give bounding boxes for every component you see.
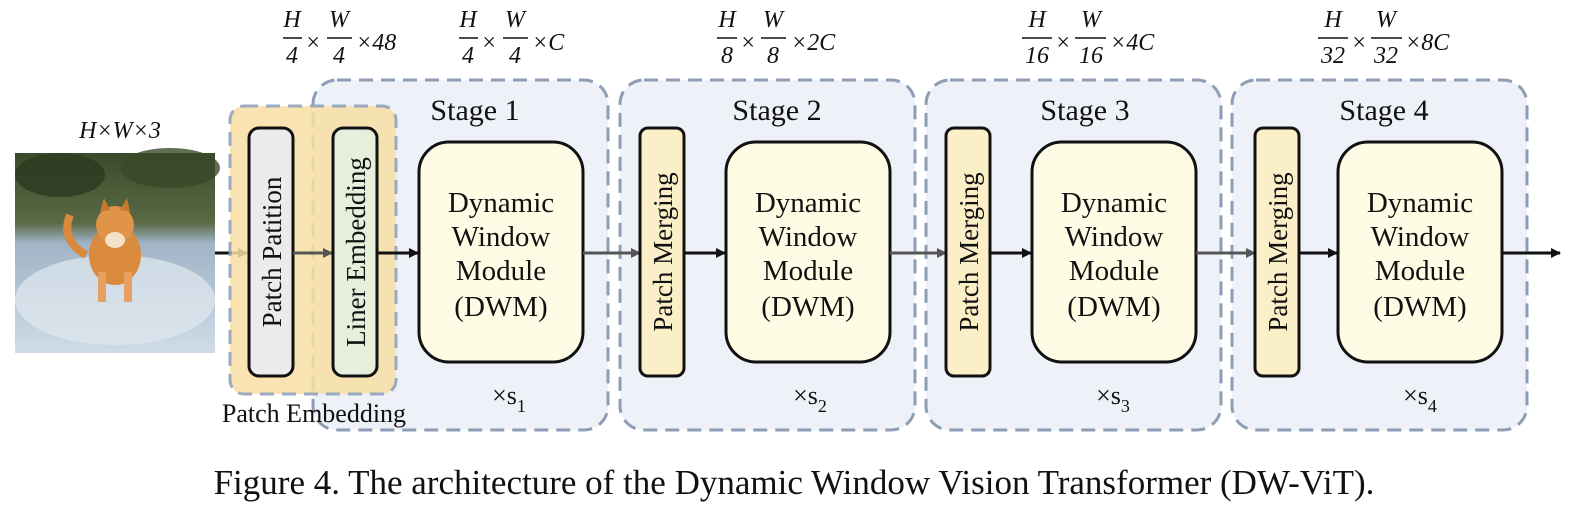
stage-4-repeat: ×s4 <box>1403 381 1437 416</box>
svg-text:×48: ×48 <box>356 30 396 56</box>
svg-text:×: × <box>1351 30 1367 56</box>
stage-3-title: Stage 3 <box>1040 94 1129 127</box>
stage-1-dwm-line-2: Window <box>452 221 551 253</box>
figure-caption: Figure 4. The architecture of the Dynami… <box>214 463 1375 502</box>
stage-3-dwm-line-1: Dynamic <box>1061 187 1167 219</box>
svg-text:×: × <box>481 30 497 56</box>
stage-4-merging-label: Patch Merging <box>1263 172 1293 331</box>
svg-text:4: 4 <box>286 43 298 69</box>
stage-2-dims: H 8 × W 8 ×2C <box>717 7 836 69</box>
stage-4-dwm-line-1: Dynamic <box>1367 187 1473 219</box>
svg-text:16: 16 <box>1025 43 1049 69</box>
patch-embedding-label: Patch Embedding <box>222 399 406 428</box>
stage-4-dwm-line-4: (DWM) <box>1373 291 1466 323</box>
svg-text:×2C: ×2C <box>791 30 836 56</box>
stage-2-dwm-line-2: Window <box>759 221 858 253</box>
input-image <box>15 148 220 353</box>
stage-3-dwm-line-3: Module <box>1069 255 1159 287</box>
svg-text:H: H <box>1323 7 1343 33</box>
stage-4-title: Stage 4 <box>1339 94 1428 127</box>
stage-2-dwm-line-1: Dynamic <box>755 187 861 219</box>
stage-3-dwm-line-4: (DWM) <box>1067 291 1160 323</box>
dims-embedding: H 4 × W 4 ×C <box>458 7 565 69</box>
svg-text:×: × <box>305 30 321 56</box>
svg-text:×8C: ×8C <box>1405 30 1450 56</box>
stage-3-dwm-line-2: Window <box>1065 221 1164 253</box>
stage-2-dwm-line-4: (DWM) <box>761 291 854 323</box>
svg-text:×: × <box>1055 30 1071 56</box>
stage-1-dwm-line-3: Module <box>456 255 546 287</box>
stage-2-merging-label: Patch Merging <box>648 172 678 331</box>
stage-1-repeat: ×s1 <box>492 381 526 416</box>
stage-2-title: Stage 2 <box>732 94 821 127</box>
svg-text:W: W <box>763 7 785 33</box>
stage-3-merging-label: Patch Merging <box>954 172 984 331</box>
stage-2-repeat: ×s2 <box>793 381 827 416</box>
stage-4-dwm-line-3: Module <box>1375 255 1465 287</box>
stage-3-repeat: ×s3 <box>1096 381 1130 416</box>
svg-text:4: 4 <box>333 43 345 69</box>
stage-1-dwm-line-1: Dynamic <box>448 187 554 219</box>
dims-partition: H 4 × W 4 ×48 <box>282 7 396 69</box>
stage-2-dwm-line-3: Module <box>763 255 853 287</box>
svg-text:×: × <box>740 30 756 56</box>
svg-text:4: 4 <box>509 43 521 69</box>
stage-3-dims: H 16 × W 16 ×4C <box>1022 7 1155 69</box>
svg-text:H: H <box>717 7 737 33</box>
stage-1-title: Stage 1 <box>430 94 519 127</box>
svg-text:W: W <box>505 7 527 33</box>
svg-text:H: H <box>458 7 478 33</box>
svg-text:4: 4 <box>462 43 474 69</box>
svg-text:×4C: ×4C <box>1110 30 1155 56</box>
svg-text:W: W <box>1081 7 1103 33</box>
input-dims: H×W×3 <box>78 118 161 144</box>
svg-text:H: H <box>282 7 302 33</box>
svg-text:8: 8 <box>721 43 733 69</box>
svg-text:W: W <box>1376 7 1398 33</box>
svg-text:32: 32 <box>1373 43 1398 69</box>
stage-1-dwm-line-4: (DWM) <box>454 291 547 323</box>
patch-partition-label: Patch Patition <box>257 176 287 327</box>
svg-text:8: 8 <box>767 43 779 69</box>
liner-embedding-label: Liner Embedding <box>341 157 371 347</box>
svg-text:16: 16 <box>1079 43 1103 69</box>
stage-4-dims: H 32 × W 32 ×8C <box>1318 7 1450 69</box>
svg-text:32: 32 <box>1320 43 1345 69</box>
stage-4-dwm-line-2: Window <box>1371 221 1470 253</box>
svg-text:H: H <box>1027 7 1047 33</box>
svg-text:W: W <box>329 7 351 33</box>
svg-text:×C: ×C <box>532 30 565 56</box>
